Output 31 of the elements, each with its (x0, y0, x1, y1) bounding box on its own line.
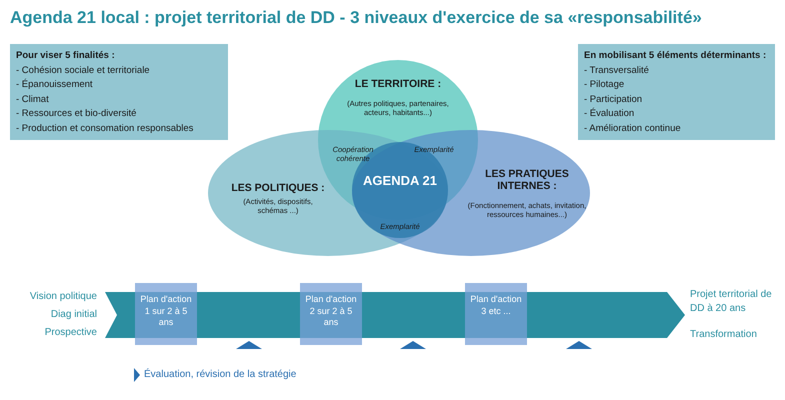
diagram-title: Agenda 21 local : projet territorial de DD - 3 niveaux d'exercice de sa «responsabilité» (10, 8, 702, 28)
action-plan-box (465, 283, 527, 345)
action-plan-box (135, 283, 197, 345)
timeline-note: Diag initial (50, 308, 97, 322)
legend-text: Évaluation, révision de la stratégie (144, 369, 296, 380)
list-item: - Épanouissement (16, 79, 93, 90)
list-item: - Pilotage (584, 79, 624, 90)
action-plan-box (300, 283, 362, 345)
list-item: - Cohésion sociale et territoriale (16, 64, 150, 76)
node-heading: LES POLITIQUES : (230, 182, 326, 194)
levers-panel (578, 44, 775, 140)
list-item: - Production et consomation responsables (16, 122, 194, 134)
list-item: - Participation (584, 94, 642, 104)
timeline-note: Transformation (690, 328, 758, 342)
timeline-note: Projet territorial de DD à 20 ans (690, 288, 773, 315)
plan-label: Plan d'action 1 sur 2 à 5 ans (139, 294, 193, 330)
goals-panel (10, 44, 228, 140)
node-heading: LES PRATIQUES INTERNES : (484, 168, 570, 192)
node-heading: LE TERRITOIRE : (354, 78, 442, 90)
panel-heading: Pour viser 5 finalités : (16, 50, 115, 61)
timeline-note: Prospective (44, 326, 97, 340)
list-item: - Amélioration continue (584, 122, 681, 134)
timeline-note: Vision politique (28, 290, 97, 304)
list-item: - Évaluation (584, 108, 634, 119)
list-item: - Ressources et bio-diversité (16, 108, 136, 119)
panel-heading: En mobilisant 5 éléments déterminants : (584, 50, 766, 61)
plan-label: Plan d'action 3 etc ... (469, 294, 523, 318)
node-heading: AGENDA 21 (362, 174, 438, 189)
list-item: - Climat (16, 94, 49, 104)
plan-label: Plan d'action 2 sur 2 à 5 ans (304, 294, 358, 330)
list-item: - Transversalité (584, 64, 649, 76)
